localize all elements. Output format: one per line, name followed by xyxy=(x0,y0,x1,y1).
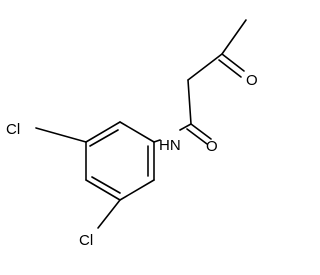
bond-c-cl-top xyxy=(35,127,87,143)
molecule-structure: Cl Cl HN O O xyxy=(6,19,258,249)
chlorine-top-label: Cl xyxy=(6,121,20,138)
ring-bond-6 xyxy=(119,121,155,143)
ring-bond-4 xyxy=(119,179,155,201)
amide-nh-label: HN xyxy=(159,137,181,154)
bond-ketone-oxygen xyxy=(221,53,245,72)
ring-bond-1 xyxy=(85,121,121,143)
bond-carbonyl-oxygen xyxy=(190,123,212,140)
amide-oxygen-label: O xyxy=(206,138,218,155)
ketone-oxygen-label: O xyxy=(246,72,258,89)
ring-bond-1-inner xyxy=(89,129,119,147)
bond-chain-3 xyxy=(221,19,247,55)
ring-bond-3-inner xyxy=(91,176,121,194)
bond-carbonyl-oxygen-second xyxy=(186,128,208,145)
bond-chain-1 xyxy=(187,79,192,125)
benzene-ring xyxy=(85,121,155,201)
bond-chain-2 xyxy=(187,53,223,81)
bond-c-cl-bottom xyxy=(97,199,121,229)
ring-bond-3 xyxy=(85,179,121,201)
bond-ketone-oxygen-second xyxy=(218,59,242,78)
bond-ring-n xyxy=(153,139,161,143)
chlorine-bottom-label: Cl xyxy=(79,232,93,249)
bond-n-carbonyl xyxy=(179,123,192,131)
